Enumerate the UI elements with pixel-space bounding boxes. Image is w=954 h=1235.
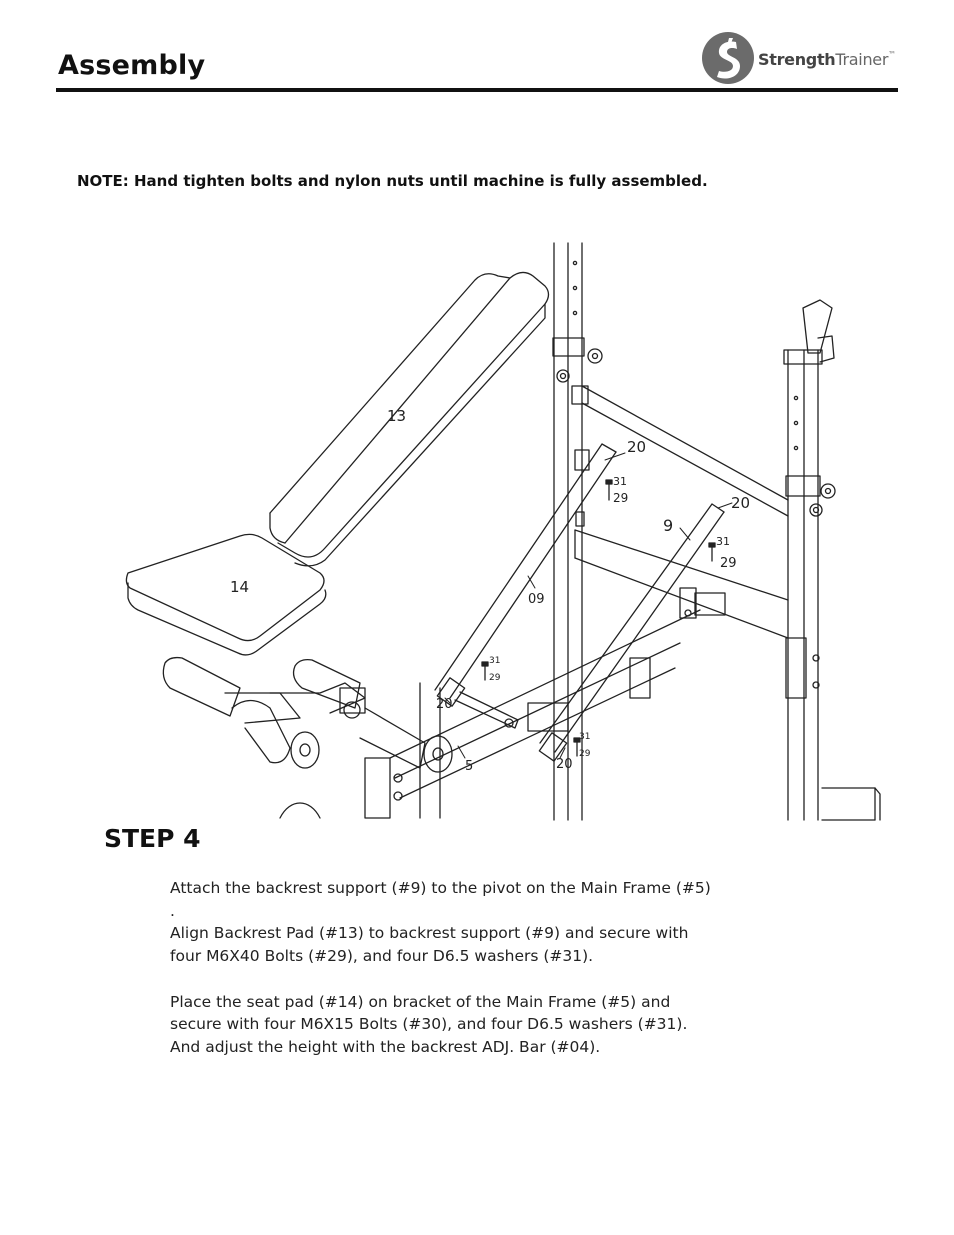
part-labels: 13 14 09 9 5 20 20 20 20 31 29 31 29 31 … — [230, 407, 750, 774]
label-washer-c: 31 — [489, 656, 500, 666]
header-rule — [56, 88, 898, 92]
instruction-line: secure with four M6X15 Bolts (#30), and … — [170, 1015, 688, 1034]
brand-bold: Strength — [758, 50, 836, 69]
label-bracket-br: 20 — [556, 757, 573, 772]
label-seat-pad: 14 — [230, 578, 249, 596]
label-bolt-d: 29 — [579, 749, 591, 759]
seat-pad — [125, 533, 327, 656]
backrest-support-right — [527, 503, 725, 762]
brand-wordmark: StrengthTrainer™ — [758, 50, 896, 69]
backrest-pad — [269, 271, 550, 567]
label-bolt-a: 29 — [613, 491, 628, 505]
label-bracket-bl: 20 — [436, 697, 453, 712]
step-instructions: Attach the backrest support (#9) to the … — [170, 877, 790, 1059]
instruction-line: Attach the backrest support (#9) to the … — [170, 879, 711, 897]
right-upright — [783, 299, 881, 821]
leg-rollers — [162, 656, 453, 773]
brand-trademark: ™ — [888, 50, 896, 59]
instruction-line: . — [170, 901, 175, 920]
paragraph-gap — [170, 968, 790, 991]
page-title: Assembly — [58, 50, 206, 81]
step-title: STEP 4 — [104, 824, 201, 853]
backrest-support-left — [434, 443, 617, 729]
top-crossbar — [571, 385, 789, 517]
main-frame — [279, 529, 789, 819]
label-bolt-b: 29 — [720, 556, 737, 571]
fasteners — [481, 479, 716, 757]
label-washer-a: 31 — [613, 475, 627, 488]
instruction-line: And adjust the height with the backrest … — [170, 1037, 601, 1056]
leader-lines — [444, 452, 733, 759]
label-frame: 5 — [465, 759, 473, 774]
label-bracket-tr: 20 — [731, 494, 750, 512]
label-bracket-tl: 20 — [627, 438, 646, 456]
instruction-line: four M6X40 Bolts (#29), and four D6.5 wa… — [170, 947, 594, 966]
strength-trainer-logo-icon — [702, 32, 754, 84]
brand-logo: StrengthTrainer™ — [700, 30, 900, 88]
instruction-line: Place the seat pad (#14) on bracket of t… — [170, 992, 671, 1011]
assembly-diagram: 13 14 09 9 5 20 20 20 20 31 29 31 29 31 … — [125, 242, 881, 821]
label-backrest-pad: 13 — [387, 407, 406, 425]
label-washer-d: 31 — [579, 732, 590, 742]
label-support-left: 09 — [528, 592, 545, 607]
label-bolt-c: 29 — [489, 673, 501, 683]
label-washer-b: 31 — [716, 535, 730, 548]
label-support-right: 9 — [663, 516, 673, 535]
instruction-line: Align Backrest Pad (#13) to backrest sup… — [170, 924, 689, 943]
assembly-note: NOTE: Hand tighten bolts and nylon nuts … — [77, 172, 708, 190]
brand-light: Trainer — [835, 50, 889, 69]
